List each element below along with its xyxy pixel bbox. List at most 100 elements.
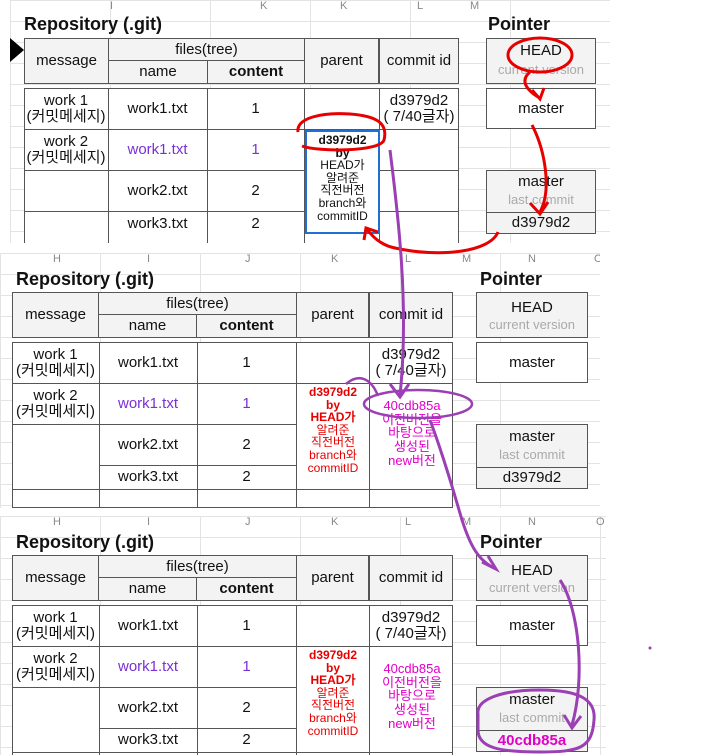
column-letter: K	[260, 0, 268, 12]
parent-line: 직전버전	[310, 698, 356, 713]
last-commit-id: 40cdb85a	[477, 730, 587, 751]
parent-line: commitID	[307, 723, 359, 738]
head-box	[476, 292, 588, 338]
panel-2: H I J K L M N O Repository (.git) Pointe…	[0, 253, 600, 508]
parent-line: 알려준	[316, 422, 350, 437]
column-letter: I	[147, 516, 151, 528]
column-letter: J	[245, 516, 251, 528]
row1-message: work 1 (커밋메세지)	[16, 608, 95, 642]
repository-title: Repository (.git)	[16, 269, 154, 289]
header-commit-id: commit id	[379, 38, 459, 84]
parent-line: 알려준	[316, 685, 350, 700]
row2-name: work1.txt	[127, 140, 188, 158]
column-letter: L	[405, 253, 412, 265]
row2-name: work1.txt	[117, 657, 178, 675]
new-commit-line: 이전버전을	[382, 411, 442, 427]
last-commit-label: last commit	[508, 192, 574, 208]
column-letter: I	[110, 0, 114, 12]
row4-content: 2	[251, 215, 260, 233]
row1-content: 1	[242, 353, 251, 371]
header-message: message	[13, 556, 99, 600]
parent-note-cell[interactable]: d3979d2 by HEAD가 알려준 직전버전 branch와 commit…	[305, 130, 380, 234]
row2-message: work 2 (커밋메세지)	[16, 649, 95, 683]
parent-line: commitID	[317, 208, 368, 223]
master-box: master	[476, 605, 588, 646]
row4-name: work3.txt	[117, 468, 178, 486]
column-letter: J	[245, 253, 251, 265]
repository-title: Repository (.git)	[24, 14, 162, 34]
row4-content: 2	[242, 468, 251, 486]
new-commit-line: 바탕으로	[388, 688, 436, 704]
column-letter: K	[340, 0, 348, 12]
new-commit-note: 40cdb85a 이전버전을 바탕으로 생성된 new버전	[370, 662, 454, 730]
last-commit-id: d3979d2	[477, 467, 587, 488]
header-parent: parent	[296, 555, 369, 601]
row1-content: 1	[251, 99, 260, 117]
current-version-label: current version	[489, 317, 575, 333]
table-body	[12, 605, 453, 755]
parent-line: branch와	[318, 195, 367, 210]
header-commit-id: commit id	[369, 292, 453, 338]
row1-content: 1	[242, 616, 251, 634]
header-content: content	[197, 578, 296, 600]
header-name: name	[109, 61, 208, 83]
parent-line: HEAD가	[320, 158, 365, 173]
column-letter: M	[470, 0, 480, 12]
header-parent: parent	[296, 292, 369, 338]
column-letter: M	[462, 516, 472, 528]
row2-content: 1	[251, 140, 260, 158]
header-name: name	[99, 315, 197, 337]
header-message: message	[25, 39, 109, 83]
column-letter: L	[417, 0, 424, 12]
table-body	[24, 88, 459, 243]
parent-by: by	[325, 660, 340, 675]
parent-by: by	[325, 397, 340, 412]
parent-commit-id: d3979d2	[308, 648, 358, 662]
parent-line: branch와	[309, 447, 357, 462]
header-parent: parent	[304, 38, 379, 84]
header-files: files(tree)	[99, 556, 296, 578]
header-content: content	[208, 61, 304, 83]
header-content: content	[197, 315, 296, 337]
last-commit-id: d3979d2	[487, 212, 595, 233]
column-letter: N	[528, 253, 536, 265]
new-commit-line: new버전	[388, 452, 436, 468]
row4-content: 2	[242, 731, 251, 749]
column-letter: O	[594, 253, 600, 265]
column-letter: K	[331, 516, 339, 528]
new-commit-line: 이전버전을	[382, 674, 442, 690]
column-letter: M	[462, 253, 472, 265]
header-files: files(tree)	[109, 39, 304, 61]
row3-name: work2.txt	[117, 435, 178, 453]
panel-1: I K K L M Repository (.git) Pointer mess…	[10, 0, 610, 243]
row2-message: work 2 (커밋메세지)	[26, 132, 106, 166]
current-version-label: current version	[489, 580, 575, 596]
new-commit-line: 바탕으로	[388, 425, 436, 441]
row1-commit-id: d3979d2 ( 7/40글자)	[375, 608, 447, 642]
head-label: HEAD	[520, 42, 562, 60]
row3-name: work2.txt	[117, 698, 178, 716]
parent-commit-id: d3979d2	[308, 385, 358, 399]
row1-commit-id: d3979d2 ( 7/40글자)	[383, 91, 455, 125]
new-commit-note: 40cdb85a 이전버전을 바탕으로 생성된 new버전	[370, 399, 454, 467]
row1-name: work1.txt	[117, 353, 178, 371]
row3-content: 2	[251, 181, 260, 199]
master-box: master	[486, 88, 596, 129]
column-letter: K	[331, 253, 339, 265]
parent-line: 알려준	[325, 170, 360, 185]
header-files: files(tree)	[99, 293, 296, 315]
new-commit-line: 생성된	[394, 438, 430, 454]
row2-content: 1	[242, 394, 251, 412]
pointer-title: Pointer	[480, 532, 543, 552]
column-letter: L	[405, 516, 412, 528]
header-name: name	[99, 578, 197, 600]
master-box: master	[476, 342, 588, 383]
column-letter: H	[53, 253, 61, 265]
table-body	[12, 342, 453, 508]
parent-line: commitID	[307, 460, 359, 475]
new-commit-id: 40cdb85a	[383, 661, 441, 676]
new-commit-id: 40cdb85a	[383, 398, 441, 413]
row3-content: 2	[242, 435, 251, 453]
repository-title: Repository (.git)	[16, 532, 154, 552]
parent-line: branch와	[309, 710, 357, 725]
